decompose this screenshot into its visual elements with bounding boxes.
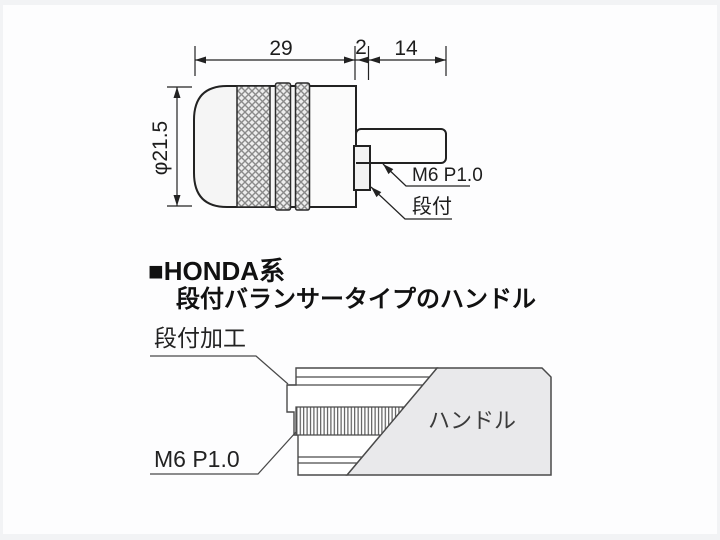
page-edge-right [717,0,720,540]
knurl-band-mid [274,82,292,211]
step-machining-leader [150,355,289,385]
step-machining-label: 段付加工 [154,325,246,351]
step-collar [353,145,371,191]
horizontal-dimensions [194,46,447,80]
page-edge-top [0,0,720,5]
tube-wall-layer-lines [287,376,430,464]
page-edge-bottom [0,534,720,540]
thread-spec-label-top: M6 P1.0 [412,165,483,186]
thread-leader-section [150,431,297,475]
dim-body-length: 29 [269,37,292,60]
thread-hatch-band [295,406,406,436]
diameter-dimension [167,86,192,207]
step-leader [370,186,452,220]
heading-line1: ■HONDA系 [148,256,285,286]
handlebar-label: ハンドル [428,408,516,433]
page-edge-left [0,0,3,540]
diameter-arrowheads [173,87,181,206]
knurl-band-right [294,82,311,211]
dimension-arrowheads [195,56,446,64]
weight-body-plain-section [311,87,355,206]
thread-leader [382,163,470,187]
dim-thread-length: 14 [394,37,418,60]
top-view-drawing: 29 2 14 φ21.5 M6 P1.0 [149,36,483,220]
section-view-drawing: 段付加工 M6 P1.0 ハンドル [150,325,552,476]
knurl-band-wide [236,85,271,208]
heading-line2: 段付バランサータイプのハンドル [176,285,536,313]
dim-step-length: 2 [355,36,367,59]
dim-diameter: φ21.5 [149,121,172,176]
section-heading: ■HONDA系 段付バランサータイプのハンドル [148,256,536,313]
step-label: 段付 [412,195,452,218]
thread-spec-label-section: M6 P1.0 [154,446,240,472]
